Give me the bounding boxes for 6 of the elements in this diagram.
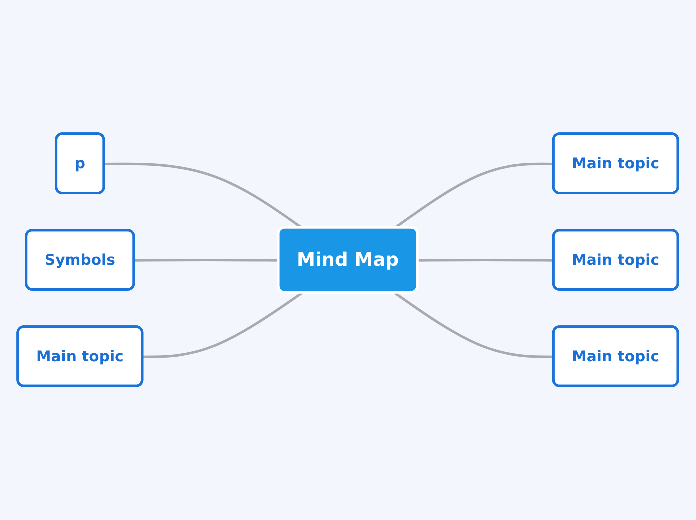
connector	[394, 162, 554, 230]
connector	[418, 258, 554, 262]
connector	[143, 292, 304, 358]
mind-map-diagram: Mind Map p Main topic Symbols Main topic Main topic Main topic	[8, 124, 688, 396]
connector	[134, 258, 280, 262]
connector	[394, 292, 554, 358]
